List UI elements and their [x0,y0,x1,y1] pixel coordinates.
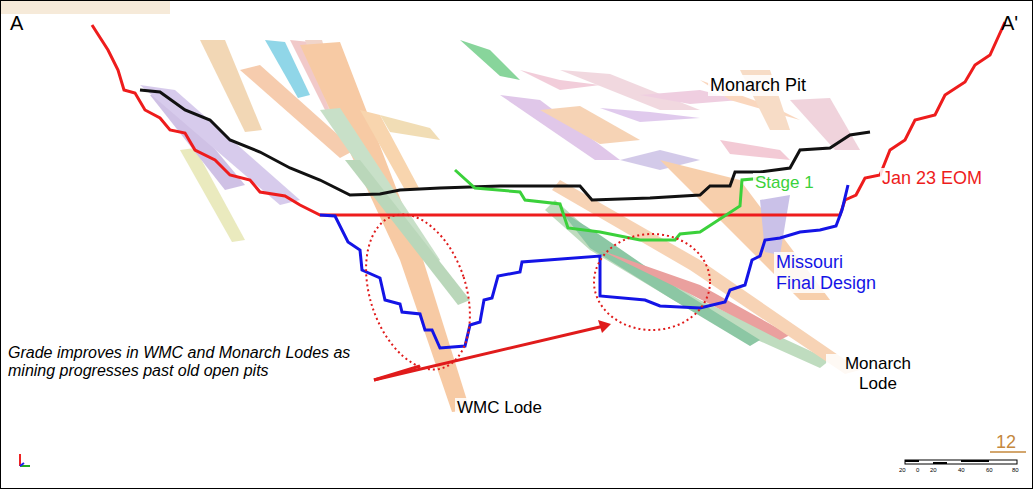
stage1-design [455,170,765,240]
annotation-note: Grade improves in WMC and Monarch Lodes … [8,344,370,381]
scale-tick: 60 [986,467,993,474]
scale-tick: 40 [958,467,965,474]
scale-tick: 20 [930,467,937,474]
scale-bar [905,452,1026,464]
scale-tick: 20 [899,467,906,474]
missouri-final-design [320,185,848,348]
section-end-label: A' [1001,12,1018,35]
scale-tick: 80 [1012,467,1019,474]
highlight-ellipse [348,201,489,383]
header-band [0,0,170,14]
highlight-ellipse [594,234,710,330]
surface-label: Jan 23 EOM [880,168,984,189]
monarch-pit-surface [140,90,870,200]
jan23-eom-surface [92,22,1005,215]
callout-arrow [374,366,420,380]
surface-label: Monarch Pit [708,75,808,96]
lode-label: Monarch Lode [826,354,930,393]
section-end-label: A [10,12,23,35]
scale-tick: 0 [916,467,919,474]
axis-icon [20,454,30,466]
page-number: 12 [996,432,1016,453]
surface-label: Stage 1 [753,173,816,193]
lode-label: WMC Lode [455,398,544,418]
design-label: Missouri Final Design [774,252,883,293]
arrowhead [598,320,611,333]
callout-arrow [374,326,604,380]
